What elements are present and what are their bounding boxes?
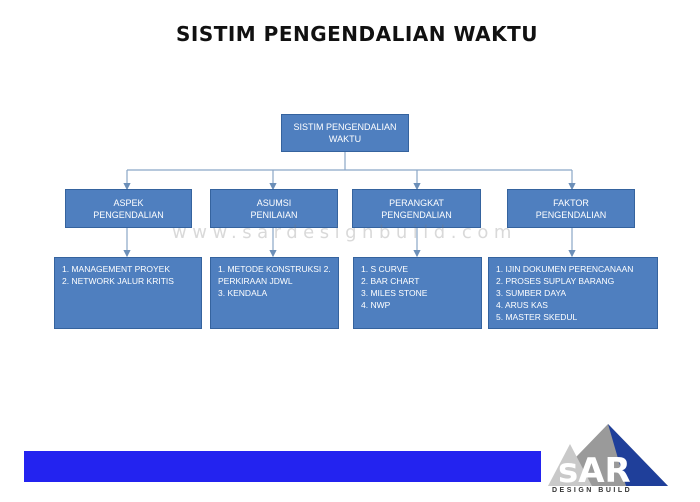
- list-item: 4. ARUS KAS: [496, 300, 548, 310]
- category-aspek: ASPEK PENGENDALIAN: [65, 189, 192, 228]
- list-item: 2. BAR CHART: [361, 276, 420, 286]
- list-item: 3. SUMBER DAYA: [496, 288, 567, 298]
- list-item: 2. NETWORK JALUR KRITIS: [62, 276, 174, 286]
- list-perangkat: 1. S CURVE 2. BAR CHART 3. MILES STONE 4…: [353, 257, 482, 329]
- page-title: SISTIM PENGENDALIAN WAKTU: [175, 22, 539, 46]
- category-asumsi: ASUMSI PENILAIAN: [210, 189, 338, 228]
- list-item: 1. S CURVE: [361, 264, 409, 274]
- list-aspek: 1. MANAGEMENT PROYEK 2. NETWORK JALUR KR…: [54, 257, 202, 329]
- list-item: 1. MANAGEMENT PROYEK: [62, 264, 171, 274]
- list-item: 2. PROSES SUPLAY BARANG: [496, 276, 615, 286]
- logo-triangle-blue: [608, 424, 668, 486]
- watermark: www.sardesignbuild.com: [172, 222, 517, 243]
- sar-logo: sAR: [548, 424, 668, 491]
- list-item: 3. KENDALA: [218, 288, 268, 298]
- logo-caption: DESIGN BUILD: [552, 487, 633, 494]
- category-perangkat: PERANGKAT PENGENDALIAN: [352, 189, 481, 228]
- list-item: 3. MILES STONE: [361, 288, 428, 298]
- root-node: SISTIM PENGENDALIAN WAKTU: [281, 114, 409, 152]
- list-asumsi: 1. METODE KONSTRUKSI 2. PERKIRAAN JDWL 3…: [210, 257, 339, 329]
- list-item: 4. NWP: [361, 300, 391, 310]
- list-item: 1. METODE KONSTRUKSI 2.: [218, 264, 331, 274]
- list-item: PERKIRAAN JDWL: [218, 276, 293, 286]
- logo-triangle-small: [548, 444, 592, 486]
- list-item: 5. MASTER SKEDUL: [496, 312, 578, 322]
- footer-bar: [24, 451, 541, 482]
- logo-text: sAR: [558, 451, 631, 491]
- list-faktor: 1. IJIN DOKUMEN PERENCANAAN 2. PROSES SU…: [488, 257, 658, 329]
- list-item: 1. IJIN DOKUMEN PERENCANAAN: [496, 264, 634, 274]
- category-faktor: FAKTOR PENGENDALIAN: [507, 189, 635, 228]
